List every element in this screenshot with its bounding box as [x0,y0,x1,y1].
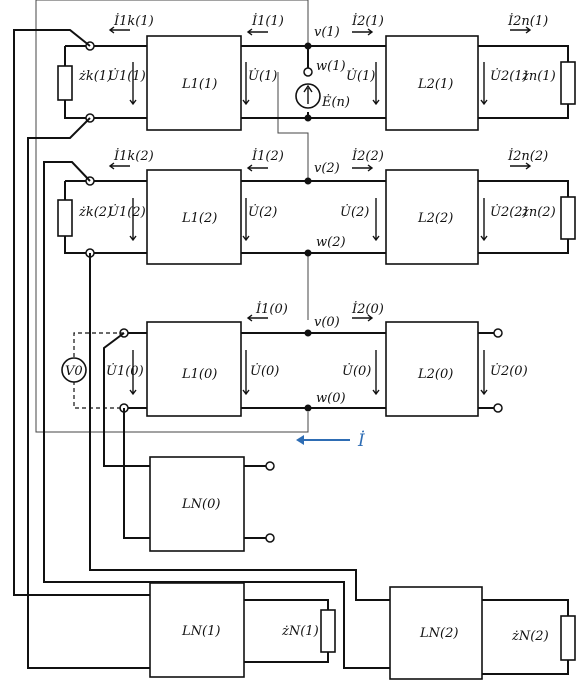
label-e-n: Ė(n) [321,93,350,110]
label-i2n-1: İ2n(1) [507,12,548,29]
block-LN-1 [149,582,245,678]
label-v0: V0 [65,364,83,379]
label-w-0: w(0) [316,391,346,406]
thin-wires [35,0,309,433]
label-i1-2: İ1(2) [251,147,284,164]
label-zk-1: żk(1) [78,69,112,84]
label-zn-1: żN(1) [281,624,319,639]
label-l1-2: L1(2) [181,211,217,226]
block-LN-0 [149,456,245,552]
label-l1-1: L1(1) [181,77,217,92]
label-u-1b: U̇(1) [346,68,375,84]
label-u2-1: U̇2(1) [490,68,528,84]
label-zn-2: żN(2) [511,629,549,644]
label-u1-0: U̇1(0) [106,363,144,379]
label-ln-0: LN(0) [181,497,220,512]
label-i2n-2: İ2n(2) [507,147,548,164]
label-i2-0: İ2(0) [351,300,384,317]
block-L1-1 [146,35,242,131]
long-wires [13,29,390,669]
label-l2-0: L2(0) [417,367,453,382]
label-u2-0: U̇2(0) [490,363,528,379]
label-u-0b: U̇(0) [342,363,371,379]
label-w-2: w(2) [316,235,346,250]
label-u-1a: U̇(1) [248,68,277,84]
label-i1k-1: İ1k(1) [113,12,154,29]
block-L1-0 [146,321,242,417]
label-l2-2: L2(2) [417,211,453,226]
label-u-2a: U̇(2) [248,204,277,220]
label-i: İ [357,430,365,451]
label-u2-2: U̇2(2) [490,204,528,220]
level-0 [61,314,503,417]
voltmeter-V0 [61,357,87,383]
label-l1-0: L1(0) [181,367,217,382]
label-zn-1: żn(1) [521,69,556,84]
current-I-arrow [296,435,350,445]
label-v-2: v(2) [314,161,340,176]
fault-blocks [149,456,576,680]
label-zk-2: żk(2) [78,205,112,220]
labels: İ1k(1) İ1(1) v(1) İ2(1) İ2n(1) żk(1) U̇1… [65,12,556,644]
label-ln-1: LN(1) [181,624,220,639]
label-ln-2: LN(2) [419,626,458,641]
label-l2-1: L2(1) [417,77,453,92]
block-L2-1 [385,35,479,131]
block-L2-0 [385,321,479,417]
label-w-1: w(1) [316,59,346,74]
label-i1-1: İ1(1) [251,12,284,29]
block-L2-2 [385,169,479,265]
label-i1-0: İ1(0) [255,300,288,317]
label-u1-2: U̇1(2) [108,204,146,220]
label-i2-1: İ2(1) [351,12,384,29]
level-1 [57,26,576,131]
label-i1k-2: İ1k(2) [113,147,154,164]
label-i2-2: İ2(2) [351,147,384,164]
level-2 [57,162,576,265]
label-v-1: v(1) [314,25,340,40]
label-u-2b: U̇(2) [340,204,369,220]
label-v-0: v(0) [314,315,340,330]
label-u1-1: U̇1(1) [108,68,146,84]
label-zn-2: żn(2) [521,205,556,220]
label-u-0a: U̇(0) [250,363,279,379]
block-LN-2 [389,586,483,680]
block-L1-2 [146,169,242,265]
